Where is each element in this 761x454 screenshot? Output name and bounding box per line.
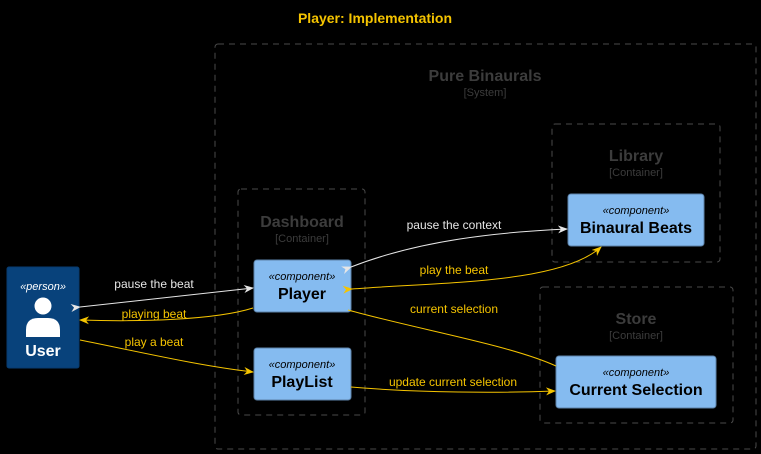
- label-playing-beat: playing beat: [122, 307, 187, 321]
- diagram-title: Player: Implementation: [298, 10, 452, 26]
- edge-pause-the-context: [341, 225, 568, 275]
- user-person[interactable]: «person» User: [6, 266, 80, 369]
- player-name: Player: [278, 286, 326, 303]
- binaural-beats-stereotype: «component»: [603, 205, 670, 217]
- person-icon: [26, 297, 60, 337]
- edge-play-a-beat: [79, 339, 254, 375]
- dashboard-boundary-name: Dashboard: [260, 214, 344, 231]
- user-person-box[interactable]: [6, 266, 80, 369]
- library-boundary-type: [Container]: [609, 167, 663, 179]
- playlist-component[interactable]: «component» PlayList: [253, 347, 352, 401]
- edge-update-current-selection: [350, 386, 556, 396]
- user-stereotype: «person»: [20, 281, 66, 293]
- store-boundary-frame: [539, 286, 734, 424]
- edge-current-selection: [347, 309, 557, 367]
- label-play-the-beat: play the beat: [420, 263, 489, 277]
- label-current-selection: current selection: [410, 302, 498, 316]
- system-boundary-frame: [214, 43, 757, 450]
- playlist-stereotype: «component»: [269, 359, 336, 371]
- dashboard-boundary-type: [Container]: [275, 233, 329, 245]
- current-selection-component-box[interactable]: [555, 355, 717, 409]
- binaural-beats-name: Binaural Beats: [580, 220, 692, 237]
- store-boundary: Store [Container]: [539, 286, 734, 424]
- user-name: User: [25, 343, 61, 360]
- playlist-component-box[interactable]: [253, 347, 352, 401]
- edge-play-the-beat: [342, 246, 602, 294]
- edge-playing-beat: [79, 307, 254, 325]
- binaural-beats-component[interactable]: «component» Binaural Beats: [567, 193, 705, 247]
- library-boundary: Library [Container]: [551, 123, 721, 263]
- player-stereotype: «component»: [269, 271, 336, 283]
- store-boundary-type: [Container]: [609, 330, 663, 342]
- system-boundary-type: [System]: [464, 87, 507, 99]
- label-play-a-beat: play a beat: [125, 335, 184, 349]
- label-pause-the-beat: pause the beat: [114, 277, 194, 291]
- player-component[interactable]: «component» Player: [253, 259, 352, 313]
- label-pause-the-context: pause the context: [407, 218, 502, 232]
- library-boundary-frame: [551, 123, 721, 263]
- store-boundary-name: Store: [616, 311, 657, 328]
- current-selection-stereotype: «component»: [603, 367, 670, 379]
- system-boundary-name: Pure Binaurals: [429, 68, 542, 85]
- current-selection-name: Current Selection: [569, 382, 702, 399]
- label-update-current-selection: update current selection: [389, 375, 517, 389]
- library-boundary-name: Library: [609, 148, 663, 165]
- edge-pause-the-beat: [70, 285, 254, 312]
- playlist-name: PlayList: [271, 374, 333, 391]
- system-boundary: Pure Binaurals [System]: [214, 43, 757, 450]
- binaural-beats-component-box[interactable]: [567, 193, 705, 247]
- current-selection-component[interactable]: «component» Current Selection: [555, 355, 717, 409]
